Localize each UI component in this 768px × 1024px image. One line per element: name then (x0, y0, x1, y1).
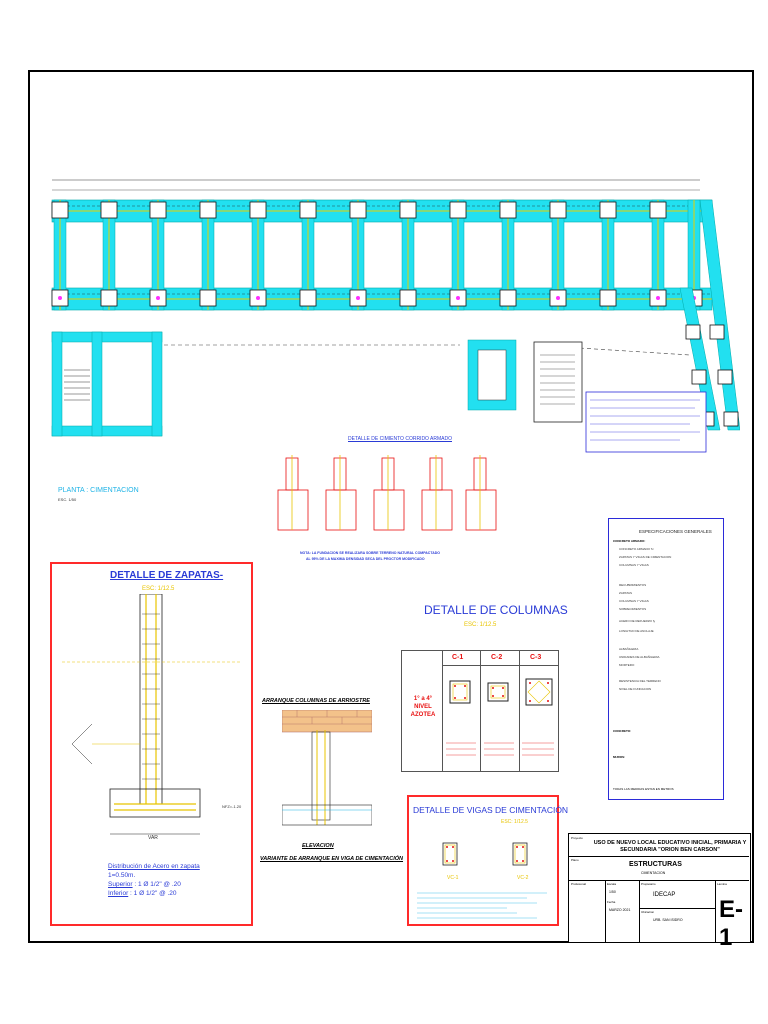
beam-vc2-label: VC-2 (517, 875, 529, 881)
spec-row: RESISTENCIA DEL TERRENO (619, 679, 661, 683)
title-block: Proyecto USO DE NUEVO LOCAL EDUCATIVO IN… (568, 833, 751, 951)
plan-scale: ESC. 1/50 (58, 497, 77, 502)
zapata-section-drawing (62, 594, 242, 835)
columnas-scale: ESC: 1/12.5 (464, 622, 497, 628)
inferior-value: : 1 Ø 1/2" @ .20 (130, 890, 177, 897)
sheet-label: Lamina (717, 882, 727, 886)
spec-row: COLUMNAS Y VIGAS (619, 599, 649, 603)
spec-row: RECUBRIMIENTOS (619, 583, 647, 587)
level-range: 1° a 4° (413, 696, 433, 702)
location-value: URB. SAN ISIDRO (653, 918, 683, 922)
plan-label: Plano (571, 858, 579, 862)
spec-row: ALBAÑILERIA (619, 647, 639, 651)
strip-footing-details (277, 455, 497, 531)
plan-note-1: NOTA: LA FUNDACION SE REALIZARA SOBRE TE… (300, 551, 440, 555)
general-specs-panel: ESPECIFICACIONES GENERALES CONCRETO ARMA… (608, 518, 724, 800)
scale-value: 1/50 (609, 890, 616, 894)
spec-row: SOBRECIMIENTOS (619, 607, 647, 611)
foundation-plan (51, 179, 740, 453)
vigas-title: DETALLE DE VIGAS DE CIMENTACIÓN (413, 805, 569, 815)
nfz-label: NFZ=-1.20 (222, 804, 242, 809)
project-label: Proyecto (571, 836, 583, 840)
arranque-elevation-drawing (282, 710, 372, 826)
column-sections (446, 678, 554, 756)
spec-row: CONCRETO ARMADO f'c (619, 547, 654, 551)
strip-footing-title: DETALLE DE CIMIENTO CORRIDO ARMADO (348, 436, 452, 442)
zapatas-title: DETALLE DE ZAPATAS- (110, 570, 224, 581)
date-value: MARZO 2021 (609, 908, 631, 912)
columnas-title: DETALLE DE COLUMNAS (424, 603, 568, 617)
spec-row: ACERO DE REFUERZO fy (619, 619, 656, 623)
columns-table: 1° a 4° NIVEL AZOTEA C-1 C-2 C-3 (401, 650, 559, 772)
location-label: Ubicacion (641, 910, 655, 914)
plan-sub: CIMENTACION (641, 871, 666, 875)
inferior-label: Inferior (108, 890, 129, 897)
zapatas-detail-panel: DETALLE DE ZAPATAS- ESC: 1/12.5 VAR NFZ=… (50, 562, 253, 926)
specs-section-1: CONCRETO ARMADO: (613, 539, 646, 543)
beam-sections (442, 842, 528, 866)
level-sub: AZOTEA (410, 712, 436, 718)
owner-value: IDECAP (653, 892, 676, 898)
vigas-detail-panel: DETALLE DE VIGAS DE CIMENTACIÓN ESC: 1/1… (407, 795, 568, 926)
superior-value: : 1 Ø 1/2" @ .20 (134, 881, 181, 888)
spec-row: ZAPATAS Y VIGAS DE CIMENTACION (619, 555, 672, 559)
beam-notes (417, 892, 547, 919)
spec-row: ZAPATAS (619, 591, 633, 595)
spec-row: LONGITUD DE ANCLAJE (619, 629, 654, 633)
column-type-c2: C-2 (491, 654, 503, 661)
beam-vc1-label: VC-1 (447, 875, 459, 881)
superior-label: Superior (108, 881, 133, 888)
elevation-label: ELEVACION (302, 843, 334, 849)
specs-section-3: MUROS: (613, 755, 626, 759)
project-name: USO DE NUEVO LOCAL EDUCATIVO INICIAL, PR… (593, 840, 747, 853)
spec-row: MORTERO (619, 663, 635, 667)
specs-footer: TODAS LAS MEDIDAS ESTAN EN METROS (613, 787, 674, 791)
sheet-number: E-1 (719, 896, 743, 951)
zapata-steel-dist-title: Distribución de Acero en zapata (108, 863, 200, 870)
spec-row: UNIDADES DE ALBAÑILERIA (619, 655, 660, 659)
zapatas-scale: ESC: 1/12.5 (142, 586, 175, 592)
specs-title: ESPECIFICACIONES GENERALES (639, 529, 712, 534)
vigas-scale: ESC: 1/12.5 (501, 819, 528, 825)
owner-label: Propietario (641, 882, 656, 886)
zapata-steel-spacing: 1=0.50m. (108, 872, 136, 879)
level-name: NIVEL (414, 704, 432, 710)
specs-section-2: CONCRETO: (613, 729, 632, 733)
column-type-c1: C-1 (452, 654, 464, 661)
var-label: VAR (148, 835, 158, 841)
arranque-title: ARRANQUE COLUMNAS DE ARRIOSTRE (262, 698, 370, 704)
scale-label: Escala (607, 882, 617, 886)
plan-name: ESTRUCTURAS (629, 861, 682, 868)
plan-title: PLANTA : CIMENTACION (58, 487, 139, 494)
column-type-c3: C-3 (530, 654, 542, 661)
drawing-sheet-frame (28, 70, 754, 943)
professional-label: Profesional (571, 882, 587, 886)
plan-note-2: AL 95% DE LA MAXIMA DENSIDAD SECA DEL PR… (306, 557, 425, 561)
spec-row: COLUMNAS Y VIGAS (619, 563, 649, 567)
date-label: Fecha (607, 900, 616, 904)
arranque-variant-label: VARIANTE DE ARRANQUE EN VIGA DE CIMENTAC… (260, 856, 404, 862)
spec-row: NIVEL DE FUNDACION (619, 687, 652, 691)
